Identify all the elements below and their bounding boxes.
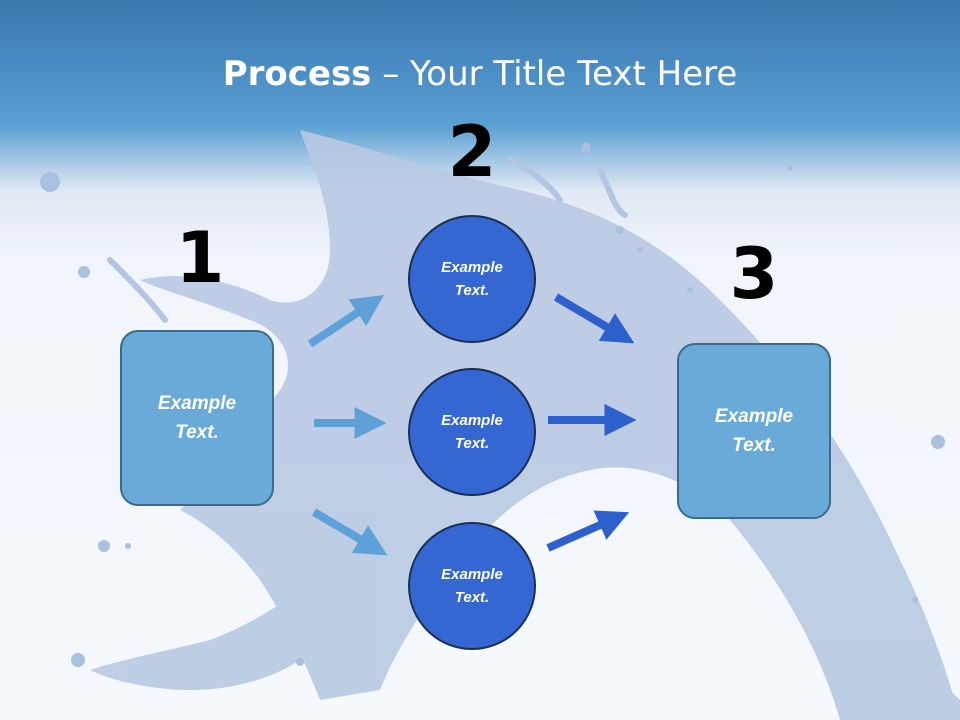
arrow-top-to-3 <box>553 293 635 344</box>
title-rest: – Your Title Text Here <box>371 54 738 94</box>
slide-title: Process – Your Title Text Here <box>0 52 960 96</box>
step-2-circle-middle: Example Text. <box>408 368 536 496</box>
step-3-number: 3 <box>729 233 779 315</box>
step-1-box: Example Text. <box>120 330 274 506</box>
arrow-1-to-bottom <box>311 508 388 556</box>
title-bold: Process <box>222 54 372 94</box>
step-3-box: Example Text. <box>677 343 831 519</box>
step-2-number: 2 <box>447 111 497 193</box>
step-2-circle-bottom: Example Text. <box>408 522 536 650</box>
step-1-number: 1 <box>175 217 225 299</box>
arrow-1-to-top <box>307 295 385 348</box>
arrow-bottom-to-3 <box>546 510 630 552</box>
step-2-circle-top: Example Text. <box>408 215 536 343</box>
